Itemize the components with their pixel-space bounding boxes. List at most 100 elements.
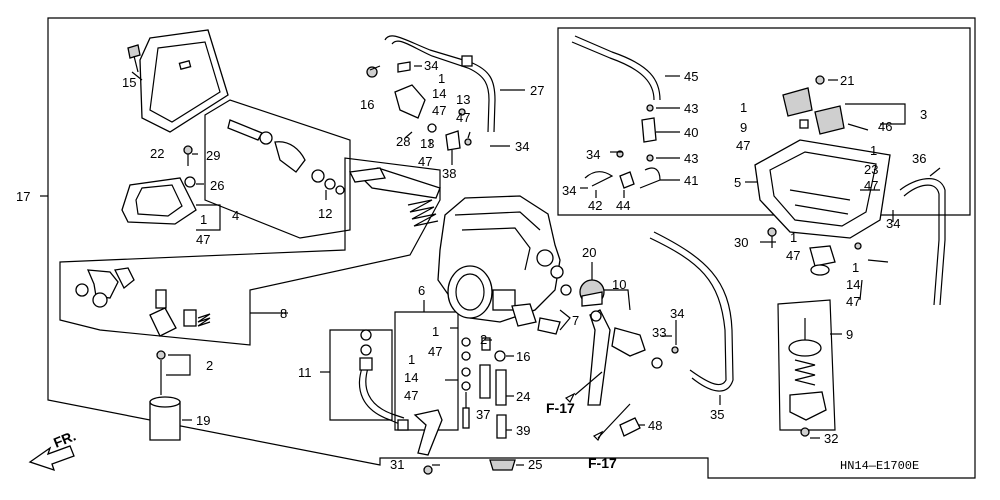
- callout-32: 32: [824, 431, 838, 446]
- callout-14-c: 14: [404, 370, 418, 385]
- callout-47-d: 47: [736, 138, 750, 153]
- callout-4-47: 47: [196, 232, 210, 247]
- overflow-tube-part: [574, 35, 661, 101]
- callout-1-d: 1: [790, 230, 797, 245]
- screw-part: [127, 44, 141, 59]
- callout-34-e: 34: [886, 216, 900, 231]
- callout-26: 26: [210, 178, 224, 193]
- callout-41: 41: [684, 173, 698, 188]
- callout-7: 7: [572, 313, 579, 328]
- callout-47-b: 47: [456, 110, 470, 125]
- drain-bolt-part: [489, 459, 516, 471]
- callout-35: 35: [710, 407, 724, 422]
- callout-10: 10: [612, 277, 626, 292]
- callout-34-d: 34: [562, 183, 576, 198]
- callout-12: 12: [318, 206, 332, 221]
- callout-11: 11: [298, 365, 312, 380]
- callout-25: 25: [528, 457, 542, 472]
- callout-labels: 15 22 29 26 1 4 47 17 12 34 16 1 14 47 1…: [16, 58, 927, 472]
- callout-31: 31: [390, 457, 404, 472]
- throttle-lever-part: [587, 309, 611, 406]
- callout-1-g: 1: [408, 352, 415, 367]
- callout-1-b: 1: [740, 100, 747, 115]
- callout-36: 36: [912, 151, 926, 166]
- callout-47-i: 47: [404, 388, 418, 403]
- callout-9-b: 9: [846, 327, 853, 342]
- callout-47-g: 47: [846, 294, 860, 309]
- callout-3: 3: [920, 107, 927, 122]
- callout-23: 23: [864, 162, 878, 177]
- callout-9-a: 9: [740, 120, 747, 135]
- callout-16-b: 16: [516, 349, 530, 364]
- front-direction-arrow: [28, 445, 75, 472]
- callout-28: 28: [396, 134, 410, 149]
- spring-part: [407, 199, 439, 227]
- callout-47-c: 47: [418, 154, 432, 169]
- callout-21: 21: [840, 73, 854, 88]
- collar-part: [149, 401, 181, 441]
- reference-f17-lower: F-17: [588, 455, 617, 471]
- gasket-plate-part: [121, 177, 197, 225]
- callout-34-a: 34: [424, 58, 438, 73]
- assembly-9-box: [777, 299, 836, 431]
- callout-38: 38: [442, 166, 456, 181]
- callout-44: 44: [616, 198, 630, 213]
- callout-42: 42: [588, 198, 602, 213]
- assembly-11-box: [329, 329, 393, 421]
- callout-13-a: 13: [456, 92, 470, 107]
- long-hose-part: [649, 237, 727, 386]
- float-part: [782, 87, 813, 117]
- choke-cable-part: [358, 367, 403, 426]
- callout-16-a: 16: [360, 97, 374, 112]
- callout-13-b: 13: [420, 136, 434, 151]
- reference-f17-upper: F-17: [546, 400, 575, 416]
- callout-34-f: 34: [670, 306, 684, 321]
- callout-24: 24: [516, 389, 530, 404]
- callout-48: 48: [648, 418, 662, 433]
- callout-43-b: 43: [684, 151, 698, 166]
- callout-39: 39: [516, 423, 530, 438]
- callout-1-e: 1: [852, 260, 859, 275]
- callout-2-b: 2: [480, 332, 487, 347]
- callout-34-c: 34: [586, 147, 600, 162]
- callout-1-c: 1: [870, 143, 877, 158]
- callout-14-a: 14: [432, 86, 446, 101]
- top-cover-part: [139, 29, 229, 133]
- callout-17: 17: [16, 189, 30, 204]
- callout-47-e: 47: [864, 178, 878, 193]
- callout-46: 46: [878, 119, 892, 134]
- callout-22: 22: [150, 146, 164, 161]
- callout-47-h: 47: [428, 344, 442, 359]
- callout-4-1: 1: [200, 212, 207, 227]
- callout-6: 6: [418, 283, 425, 298]
- callout-27: 27: [530, 83, 544, 98]
- assembly-8-box: [59, 157, 441, 346]
- leader-lines: [131, 65, 941, 466]
- callout-47-f: 47: [786, 248, 800, 263]
- callout-20: 20: [582, 245, 596, 260]
- callout-1-a: 1: [438, 71, 445, 86]
- callout-2: 2: [206, 358, 213, 373]
- callout-37: 37: [476, 407, 490, 422]
- callout-43-a: 43: [684, 101, 698, 116]
- callout-1-f: 1: [432, 324, 439, 339]
- callout-15: 15: [122, 75, 136, 90]
- assembly-right-top-box: [557, 27, 971, 216]
- callout-45: 45: [684, 69, 698, 84]
- callout-29: 29: [206, 148, 220, 163]
- assembly-12-box: [204, 99, 351, 239]
- callout-4: 4: [232, 208, 239, 223]
- callout-34-b: 34: [515, 139, 529, 154]
- diagram-code: HN14—E1700E: [840, 459, 919, 473]
- assembly-6-box: [394, 311, 459, 431]
- callout-47-a: 47: [432, 103, 446, 118]
- callout-19: 19: [196, 413, 210, 428]
- callout-14-b: 14: [846, 277, 860, 292]
- callout-40: 40: [684, 125, 698, 140]
- callout-30: 30: [734, 235, 748, 250]
- drain-tube-part: [899, 178, 946, 306]
- callout-8: 8: [280, 306, 287, 321]
- front-label: FR.: [51, 427, 78, 450]
- callout-33: 33: [652, 325, 666, 340]
